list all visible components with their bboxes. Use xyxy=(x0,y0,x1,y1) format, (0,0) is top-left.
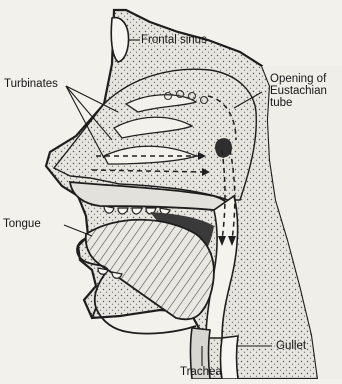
label-eustachian-line-3: tube xyxy=(270,97,327,109)
label-eustachian-line-2: Eustachian xyxy=(270,85,327,97)
frontal-sinus-cavity xyxy=(111,18,128,62)
label-tongue: Tongue xyxy=(3,218,41,230)
label-eustachian-line-1: Opening of xyxy=(270,73,327,85)
eustachian-opening xyxy=(215,138,232,158)
label-trachea: Trachea xyxy=(180,366,222,378)
label-frontal-sinus: Frontal sinus xyxy=(141,34,207,46)
label-turbinates: Turbinates xyxy=(4,78,58,90)
label-eustachian-tube: Opening of Eustachian tube xyxy=(270,73,327,109)
gullet-tube xyxy=(221,336,239,379)
label-gullet: Gullet xyxy=(276,340,306,352)
